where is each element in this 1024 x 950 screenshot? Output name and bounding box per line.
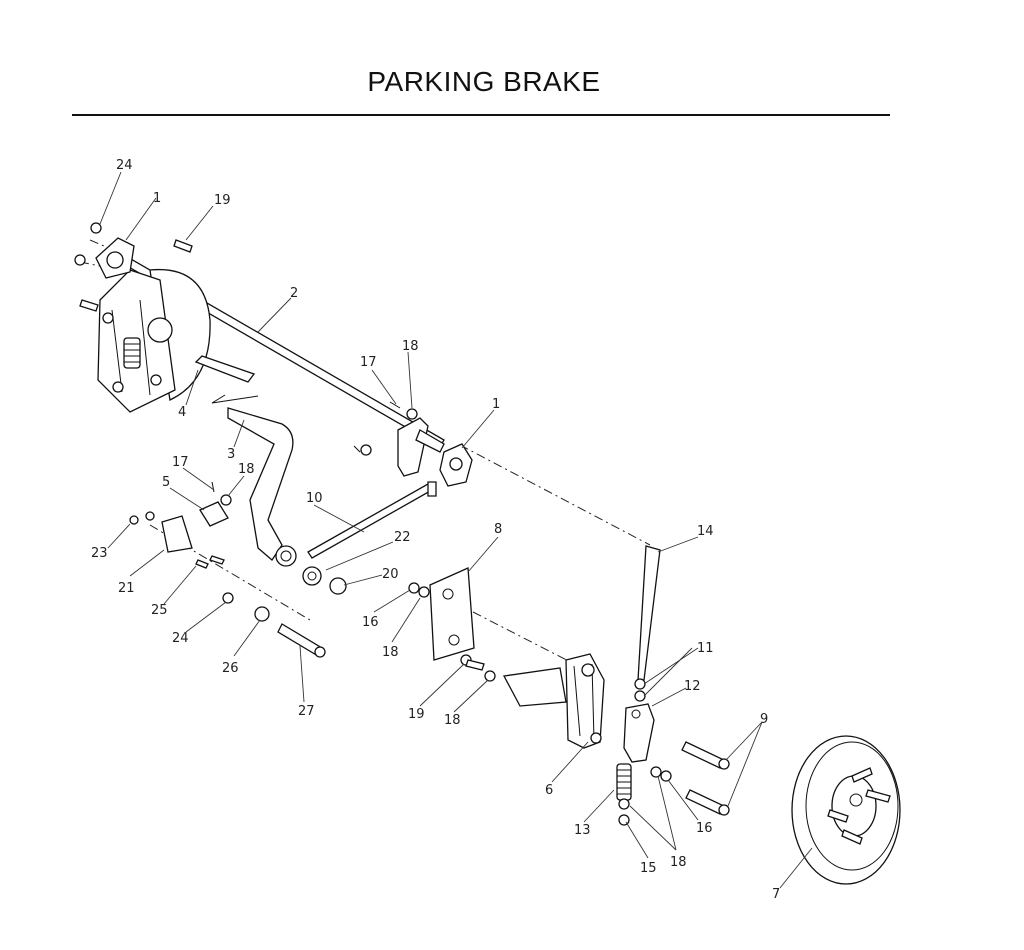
callout-27: 27 [298,704,315,719]
washers-20-22 [275,545,347,595]
right-caliper-assembly [460,653,605,749]
callout-18: 18 [238,462,255,477]
callout-19: 19 [214,193,231,208]
callout-17: 17 [360,355,377,370]
page-title: PARKING BRAKE [367,66,601,97]
callout-leaders [99,171,813,889]
pins-part-9 [681,741,730,816]
callout-3: 3 [227,447,235,462]
callout-6: 6 [545,783,553,798]
vertical-rod-part-14 [634,545,661,702]
bushing-bracket-group [129,481,232,569]
callout-17: 17 [172,455,189,470]
callout-13: 13 [574,823,591,838]
callout-10: 10 [306,491,323,506]
callout-18: 18 [444,713,461,728]
callout-2: 2 [290,286,298,301]
left-caliper-assembly [74,222,211,413]
pedal-arm-part-3 [227,407,294,561]
rotor-part-7 [791,735,901,885]
pad-part-4 [194,355,259,404]
callout-18: 18 [402,339,419,354]
lever-spring-group [616,703,672,826]
plate-part-8 [408,567,475,661]
callout-14: 14 [697,524,714,539]
callout-24: 24 [172,631,189,646]
callout-1: 1 [153,191,161,206]
callout-24: 24 [116,158,133,173]
callout-16: 16 [696,821,713,836]
callout-11: 11 [697,641,714,656]
callout-18: 18 [670,855,687,870]
callout-22: 22 [394,530,411,545]
rod-bracket [353,401,445,477]
callout-15: 15 [640,861,657,876]
callout-16: 16 [362,615,379,630]
callout-labels: 24 1 19 2 17 18 1 4 3 17 18 5 10 22 20 2… [91,158,780,902]
pivot-hardware-24-26-27 [222,592,326,658]
nut-24-top [90,222,102,234]
callout-18: 18 [382,645,399,660]
callout-1: 1 [492,397,500,412]
link-rod-part-10 [307,481,437,559]
callout-12: 12 [684,679,701,694]
callout-8: 8 [494,522,502,537]
flange-part-1-right [439,443,473,487]
callout-21: 21 [118,581,135,596]
title-underline [72,114,890,116]
callout-25: 25 [151,603,168,618]
callout-19: 19 [408,707,425,722]
callout-4: 4 [178,405,186,420]
callout-7: 7 [772,887,780,902]
callout-23: 23 [91,546,108,561]
callout-20: 20 [382,567,399,582]
callout-9: 9 [760,712,768,727]
callout-5: 5 [162,475,170,490]
callout-26: 26 [222,661,239,676]
